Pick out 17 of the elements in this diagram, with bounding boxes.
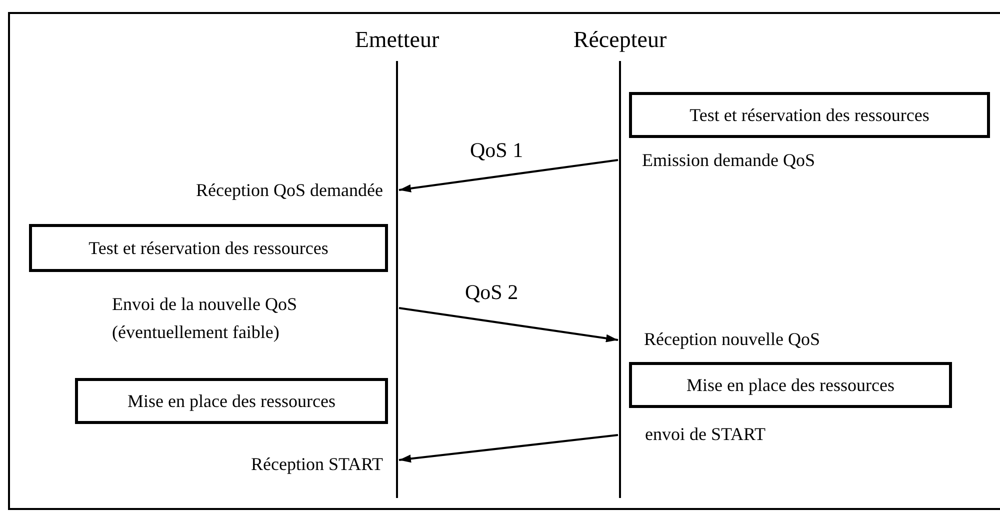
arrow [398, 307, 618, 343]
process-box: Mise en place des ressources [75, 378, 388, 424]
edge-label: QoS 2 [465, 282, 518, 303]
step-note: Réception QoS demandée [196, 179, 383, 202]
edge-label: QoS 1 [470, 140, 524, 161]
step-note: envoi de START [645, 423, 766, 446]
lifeline-heading: Emetteur [354, 28, 440, 51]
step-note: Réception START [251, 453, 383, 476]
step-note: Envoi de la nouvelle QoS (éventuellement faible) [112, 293, 298, 344]
process-box: Mise en place des ressources [629, 362, 952, 408]
process-box: Test et réservation des ressources [629, 92, 990, 138]
process-box: Test et réservation des ressources [29, 224, 388, 272]
step-note: Réception nouvelle QoS [644, 328, 820, 351]
arrow [398, 434, 618, 464]
step-note: Emission demande QoS [642, 149, 815, 172]
arrow [398, 159, 618, 193]
lifeline-heading: Récepteur [573, 28, 667, 51]
